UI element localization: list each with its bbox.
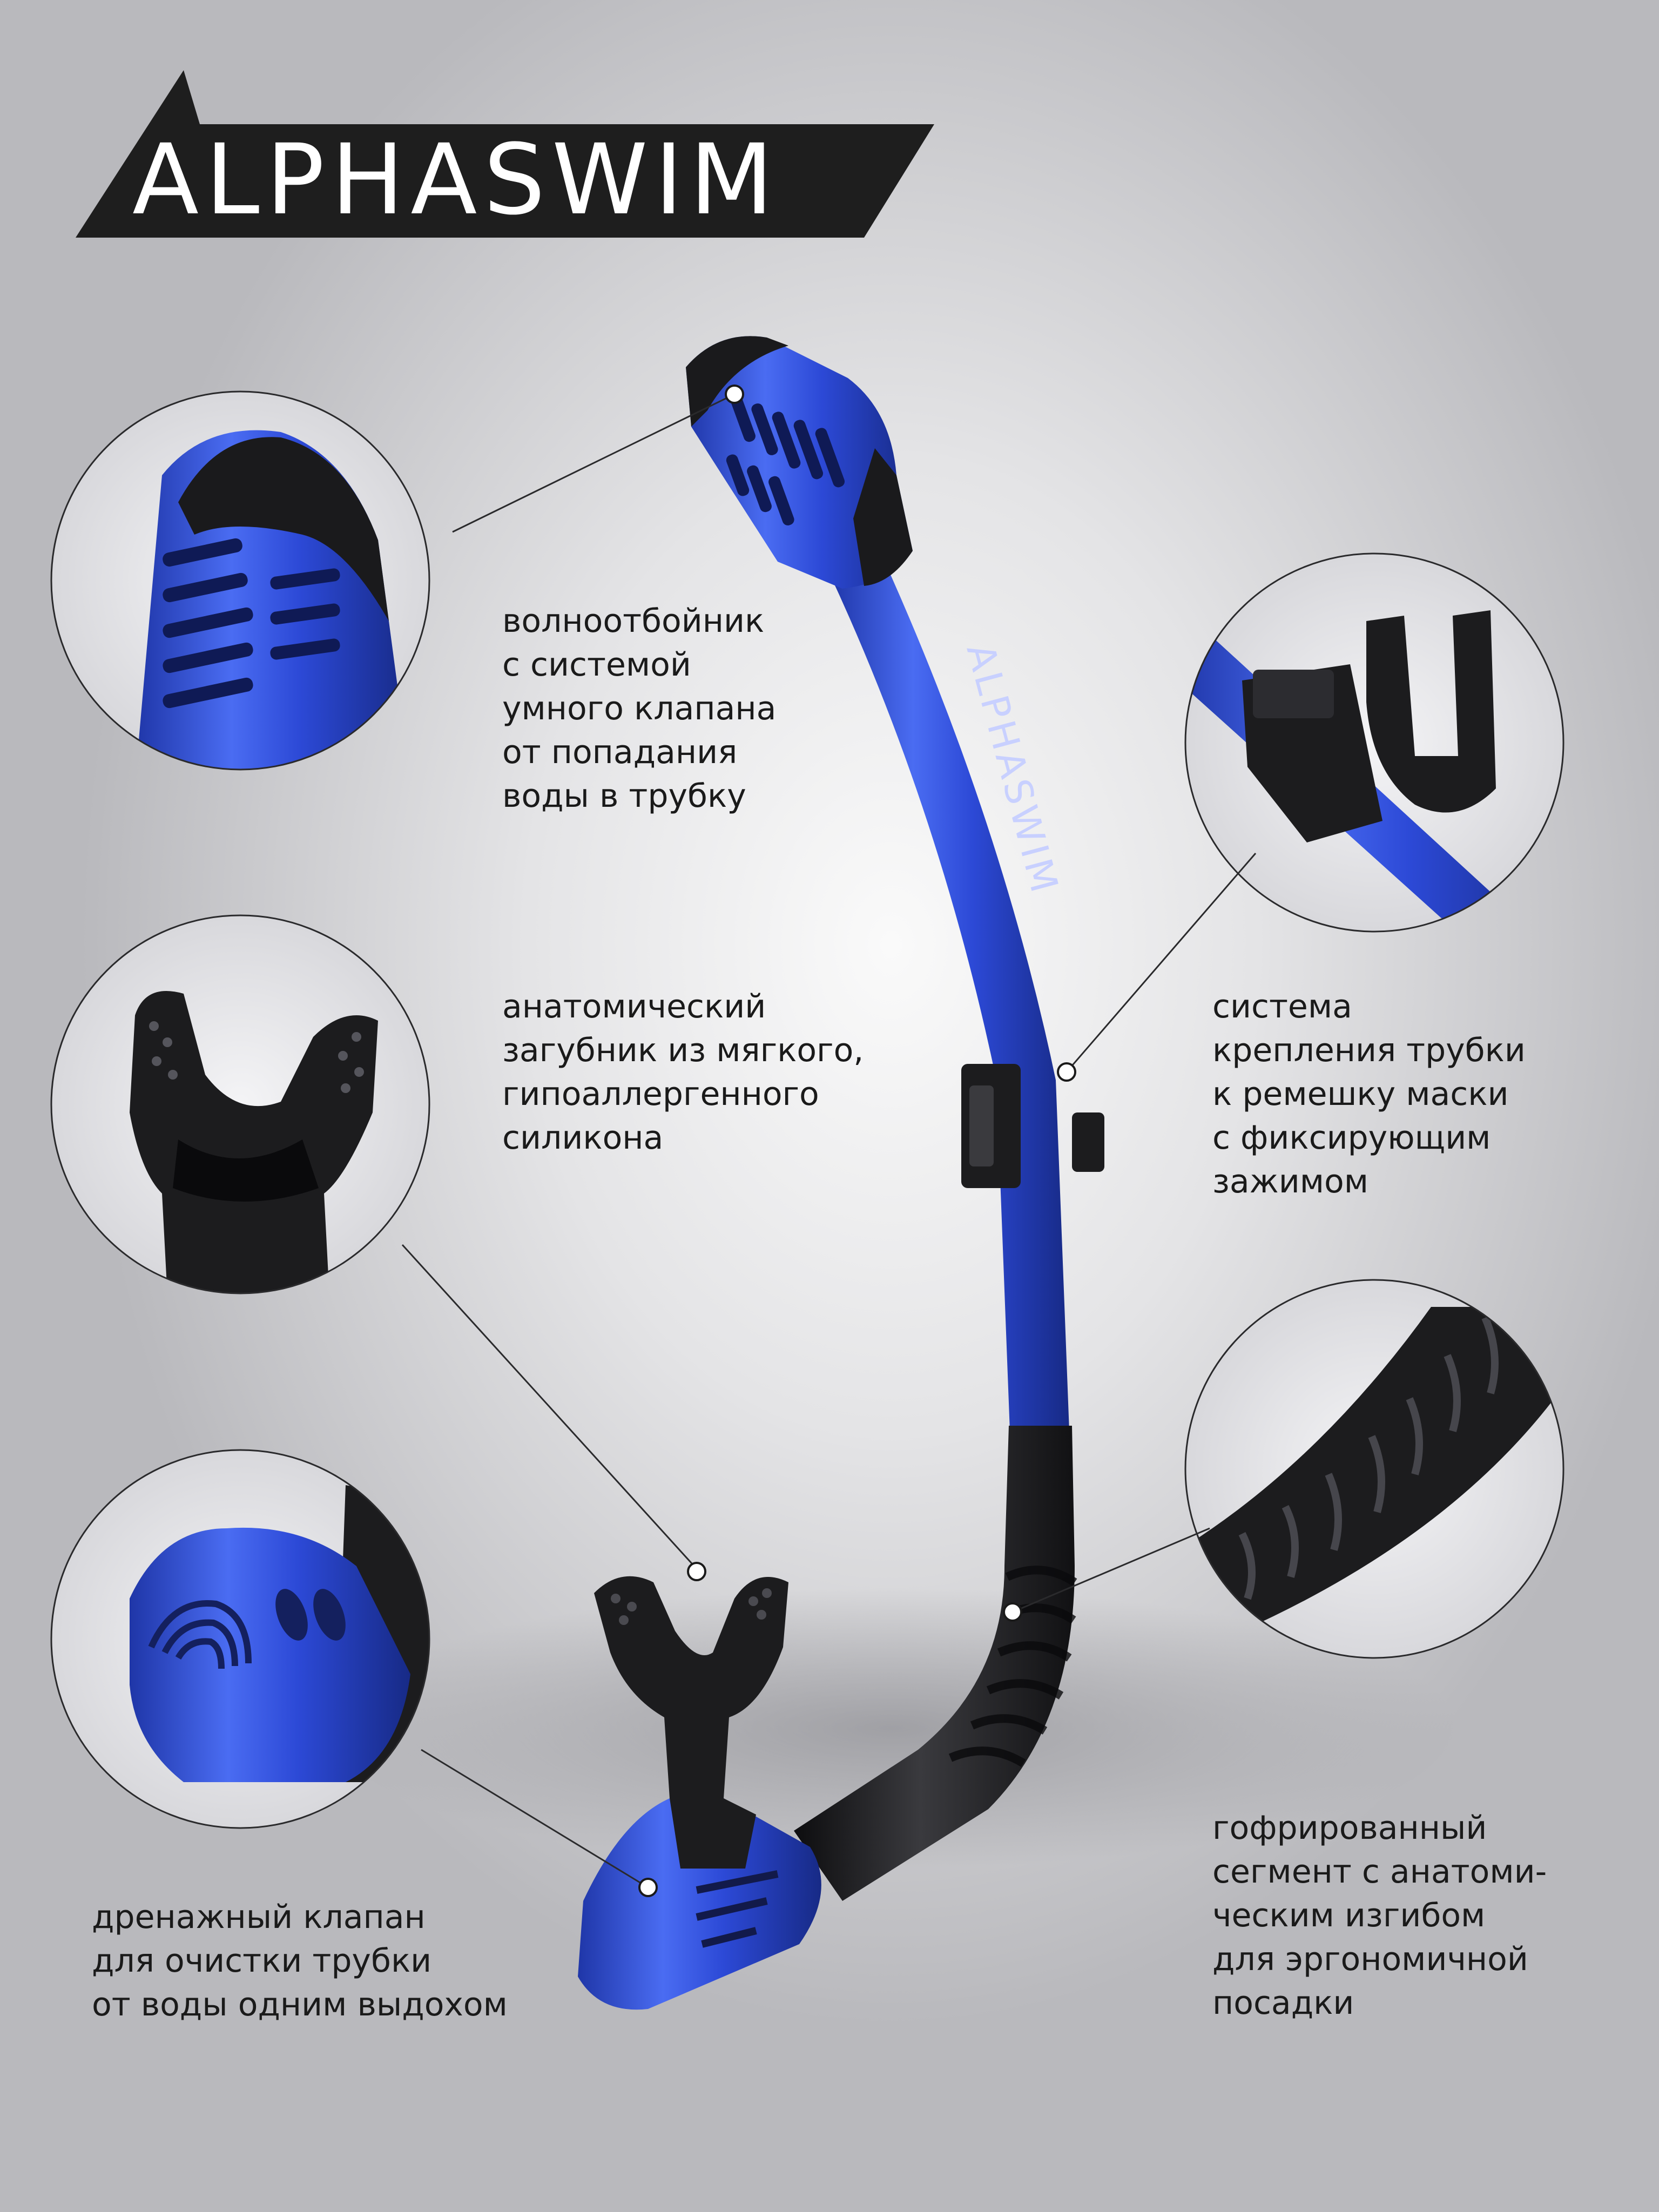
caption-line: волноотбойник [502,602,765,640]
detail-circle-purge-valve [50,1449,430,1829]
caption-line: анатомический [502,988,766,1026]
caption-line: с системой [502,646,691,684]
caption-line: сегмент с анатоми- [1212,1853,1547,1891]
callout-dots [638,385,1076,1897]
caption-splash-guard: волноотбойник с системой умного клапана … [502,599,776,818]
caption-line: силикона [502,1119,664,1157]
caption-line: к ремешку маски [1212,1075,1509,1113]
caption-mouthpiece: анатомический загубник из мягкого, гипоа… [502,985,864,1160]
caption-mask-clip: система крепления трубки к ремешку маски… [1212,985,1526,1204]
caption-line: гофрированный [1212,1809,1487,1847]
caption-line: от попадания [502,733,738,771]
svg-text:ALPHASWIM: ALPHASWIM [132,124,780,237]
detail-circle-mouthpiece [50,914,430,1294]
caption-line: загубник из мягкого, [502,1031,864,1069]
brand-logo: ALPHASWIM [76,70,934,238]
caption-line: гипоаллергенного [502,1075,819,1113]
caption-line: дренажный клапан [92,1898,426,1936]
caption-line: крепления трубки [1212,1031,1526,1069]
caption-line: умного клапана [502,690,777,727]
caption-line: от воды одним выдохом [92,1986,508,2024]
caption-line: ческим изгибом [1212,1897,1486,1934]
caption-line: зажимом [1212,1163,1368,1201]
detail-circle-splash-guard [50,390,430,771]
detail-circle-flex-segment [1184,1279,1564,1659]
caption-line: с фиксирующим [1212,1119,1491,1157]
leader-lines [401,393,1257,1889]
caption-line: система [1212,988,1352,1026]
caption-purge-valve: дренажный клапан для очистки трубки от в… [92,1896,508,2027]
detail-circle-mask-clip [1184,552,1564,933]
caption-line: посадки [1212,1984,1354,2022]
caption-line: для эргономичной [1212,1940,1528,1978]
caption-flex-segment: гофрированный сегмент с анатоми- ческим … [1212,1806,1547,2025]
floor-shadow [324,1588,1458,1869]
caption-line: воды в трубку [502,777,746,815]
caption-line: для очистки трубки [92,1942,432,1980]
